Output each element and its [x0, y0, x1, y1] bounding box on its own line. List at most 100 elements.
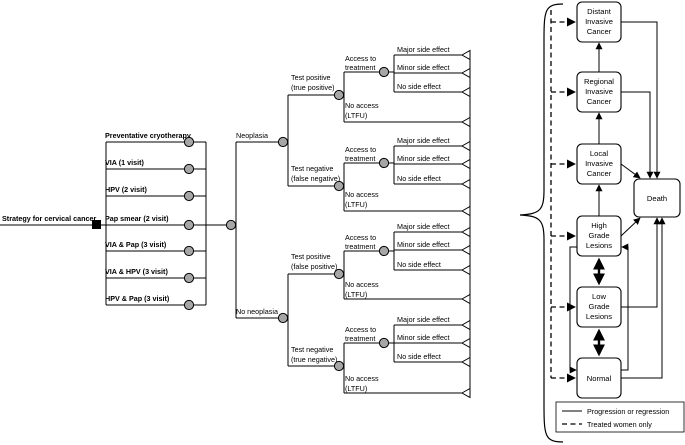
test-result-branches: Test positive (true positive) Test negat… — [287, 73, 345, 372]
terminal-node — [460, 178, 471, 190]
strategy-chance-node — [183, 299, 195, 311]
strategy-branch: VIA (1 visit) — [105, 158, 195, 175]
state-label: Distant — [587, 7, 612, 16]
access-label: treatment — [345, 334, 375, 343]
terminal-node — [460, 49, 471, 61]
access-group-false-positive: Access to treatment Major side effect Mi… — [343, 222, 471, 305]
state-death — [633, 178, 681, 218]
terminal-node — [460, 158, 471, 170]
side-effect-label: Major side effect — [397, 222, 450, 231]
side-effect-label: No side effect — [397, 352, 441, 361]
terminal-node — [460, 116, 471, 128]
strategy-label: VIA & HPV (3 visit) — [105, 267, 168, 276]
state-label: Invasive — [585, 159, 613, 168]
state-label: Cancer — [587, 169, 612, 178]
state-label: Local — [590, 149, 608, 158]
strategy-branches: Preventative cryotherapy VIA (1 visit) H… — [105, 131, 237, 311]
state-label: Low — [592, 292, 606, 301]
access-label: (LTFU) — [345, 200, 367, 209]
access-label: treatment — [345, 63, 375, 72]
terminal-node — [460, 226, 471, 238]
test-label: Test positive — [291, 73, 331, 82]
strategy-branch: HPV (2 visit) — [105, 185, 195, 202]
access-group-true-positive: Access to treatment Major side effect Mi… — [343, 45, 471, 128]
access-label: treatment — [345, 154, 375, 163]
terminal-node — [460, 337, 471, 349]
state-label: Death — [647, 194, 667, 203]
state-label: High — [591, 221, 607, 230]
access-label: Access to — [345, 233, 376, 242]
strategy-label: Preventative cryotherapy — [105, 131, 191, 140]
strategy-chance-node — [183, 136, 195, 148]
side-effect-label: Major side effect — [397, 45, 450, 54]
strategy-label: VIA (1 visit) — [105, 158, 144, 167]
test-chance-node — [333, 360, 345, 372]
test-label: Test positive — [291, 252, 331, 261]
state-label: Cancer — [587, 97, 612, 106]
access-label: treatment — [345, 242, 375, 251]
disease-chance-node — [225, 219, 237, 231]
strategy-chance-node — [183, 272, 195, 284]
no-neoplasia-label: No neoplasia — [236, 307, 278, 316]
test-chance-node — [333, 89, 345, 101]
side-effect-label: No side effect — [397, 260, 441, 269]
access-label: (LTFU) — [345, 384, 367, 393]
side-effect-label: Minor side effect — [397, 240, 450, 249]
strategy-label: VIA & Pap (3 visit) — [105, 240, 167, 249]
side-effect-label: Minor side effect — [397, 333, 450, 342]
legend-dashed-label: Treated women only — [587, 420, 652, 429]
strategy-chance-node — [183, 219, 195, 231]
terminal-node — [460, 387, 471, 399]
access-chance-node — [378, 245, 390, 257]
terminal-node — [460, 293, 471, 305]
side-effect-label: No side effect — [397, 82, 441, 91]
strategy-label: Pap smear (2 visit) — [105, 214, 169, 223]
test-label: (false negative) — [291, 174, 340, 183]
terminal-node — [460, 67, 471, 79]
terminal-node — [460, 264, 471, 276]
state-label: Regional — [584, 77, 614, 86]
side-effect-label: Minor side effect — [397, 154, 450, 163]
terminal-node — [460, 319, 471, 331]
state-label: Grade — [588, 231, 609, 240]
markov-states: Distant Invasive Cancer Regional Invasiv… — [576, 1, 681, 399]
root-section: Strategy for cervical cancer — [0, 142, 107, 305]
access-label: No access — [345, 190, 379, 199]
state-label: Normal — [587, 374, 612, 383]
access-chance-node — [378, 337, 390, 349]
strategy-chance-node — [183, 163, 195, 175]
access-label: No access — [345, 280, 379, 289]
terminal-node — [460, 244, 471, 256]
markov-brace — [519, 3, 564, 443]
state-transitions — [550, 10, 666, 383]
access-group-false-negative: Access to treatment Major side effect Mi… — [343, 136, 471, 217]
strategy-branch: Preventative cryotherapy — [105, 131, 195, 148]
state-label: Grade — [588, 302, 609, 311]
terminal-node — [460, 205, 471, 217]
test-label: (true negative) — [291, 355, 337, 364]
state-label: Cancer — [587, 27, 612, 36]
side-effect-label: Major side effect — [397, 315, 450, 324]
terminal-node — [460, 86, 471, 98]
access-label: (LTFU) — [345, 290, 367, 299]
access-chance-node — [378, 157, 390, 169]
strategy-label: HPV (2 visit) — [105, 185, 148, 194]
test-chance-node — [333, 180, 345, 192]
strategy-branch: VIA & Pap (3 visit) — [105, 240, 195, 257]
state-label: Lesions — [586, 312, 612, 321]
access-label: Access to — [345, 145, 376, 154]
strategy-branch: VIA & HPV (3 visit) — [105, 267, 195, 284]
terminal-node — [460, 356, 471, 368]
access-group-true-negative: Access to treatment Major side effect Mi… — [343, 315, 471, 399]
terminal-node — [460, 140, 471, 152]
side-effect-label: Minor side effect — [397, 63, 450, 72]
test-label: (true positive) — [291, 83, 335, 92]
access-label: No access — [345, 101, 379, 110]
side-effect-label: Major side effect — [397, 136, 450, 145]
legend-solid-label: Progression or regression — [587, 407, 669, 416]
strategy-chance-node — [183, 245, 195, 257]
state-label: Lesions — [586, 241, 612, 250]
root-label: Strategy for cervical cancer — [2, 214, 96, 223]
clone-connector — [194, 141, 237, 306]
